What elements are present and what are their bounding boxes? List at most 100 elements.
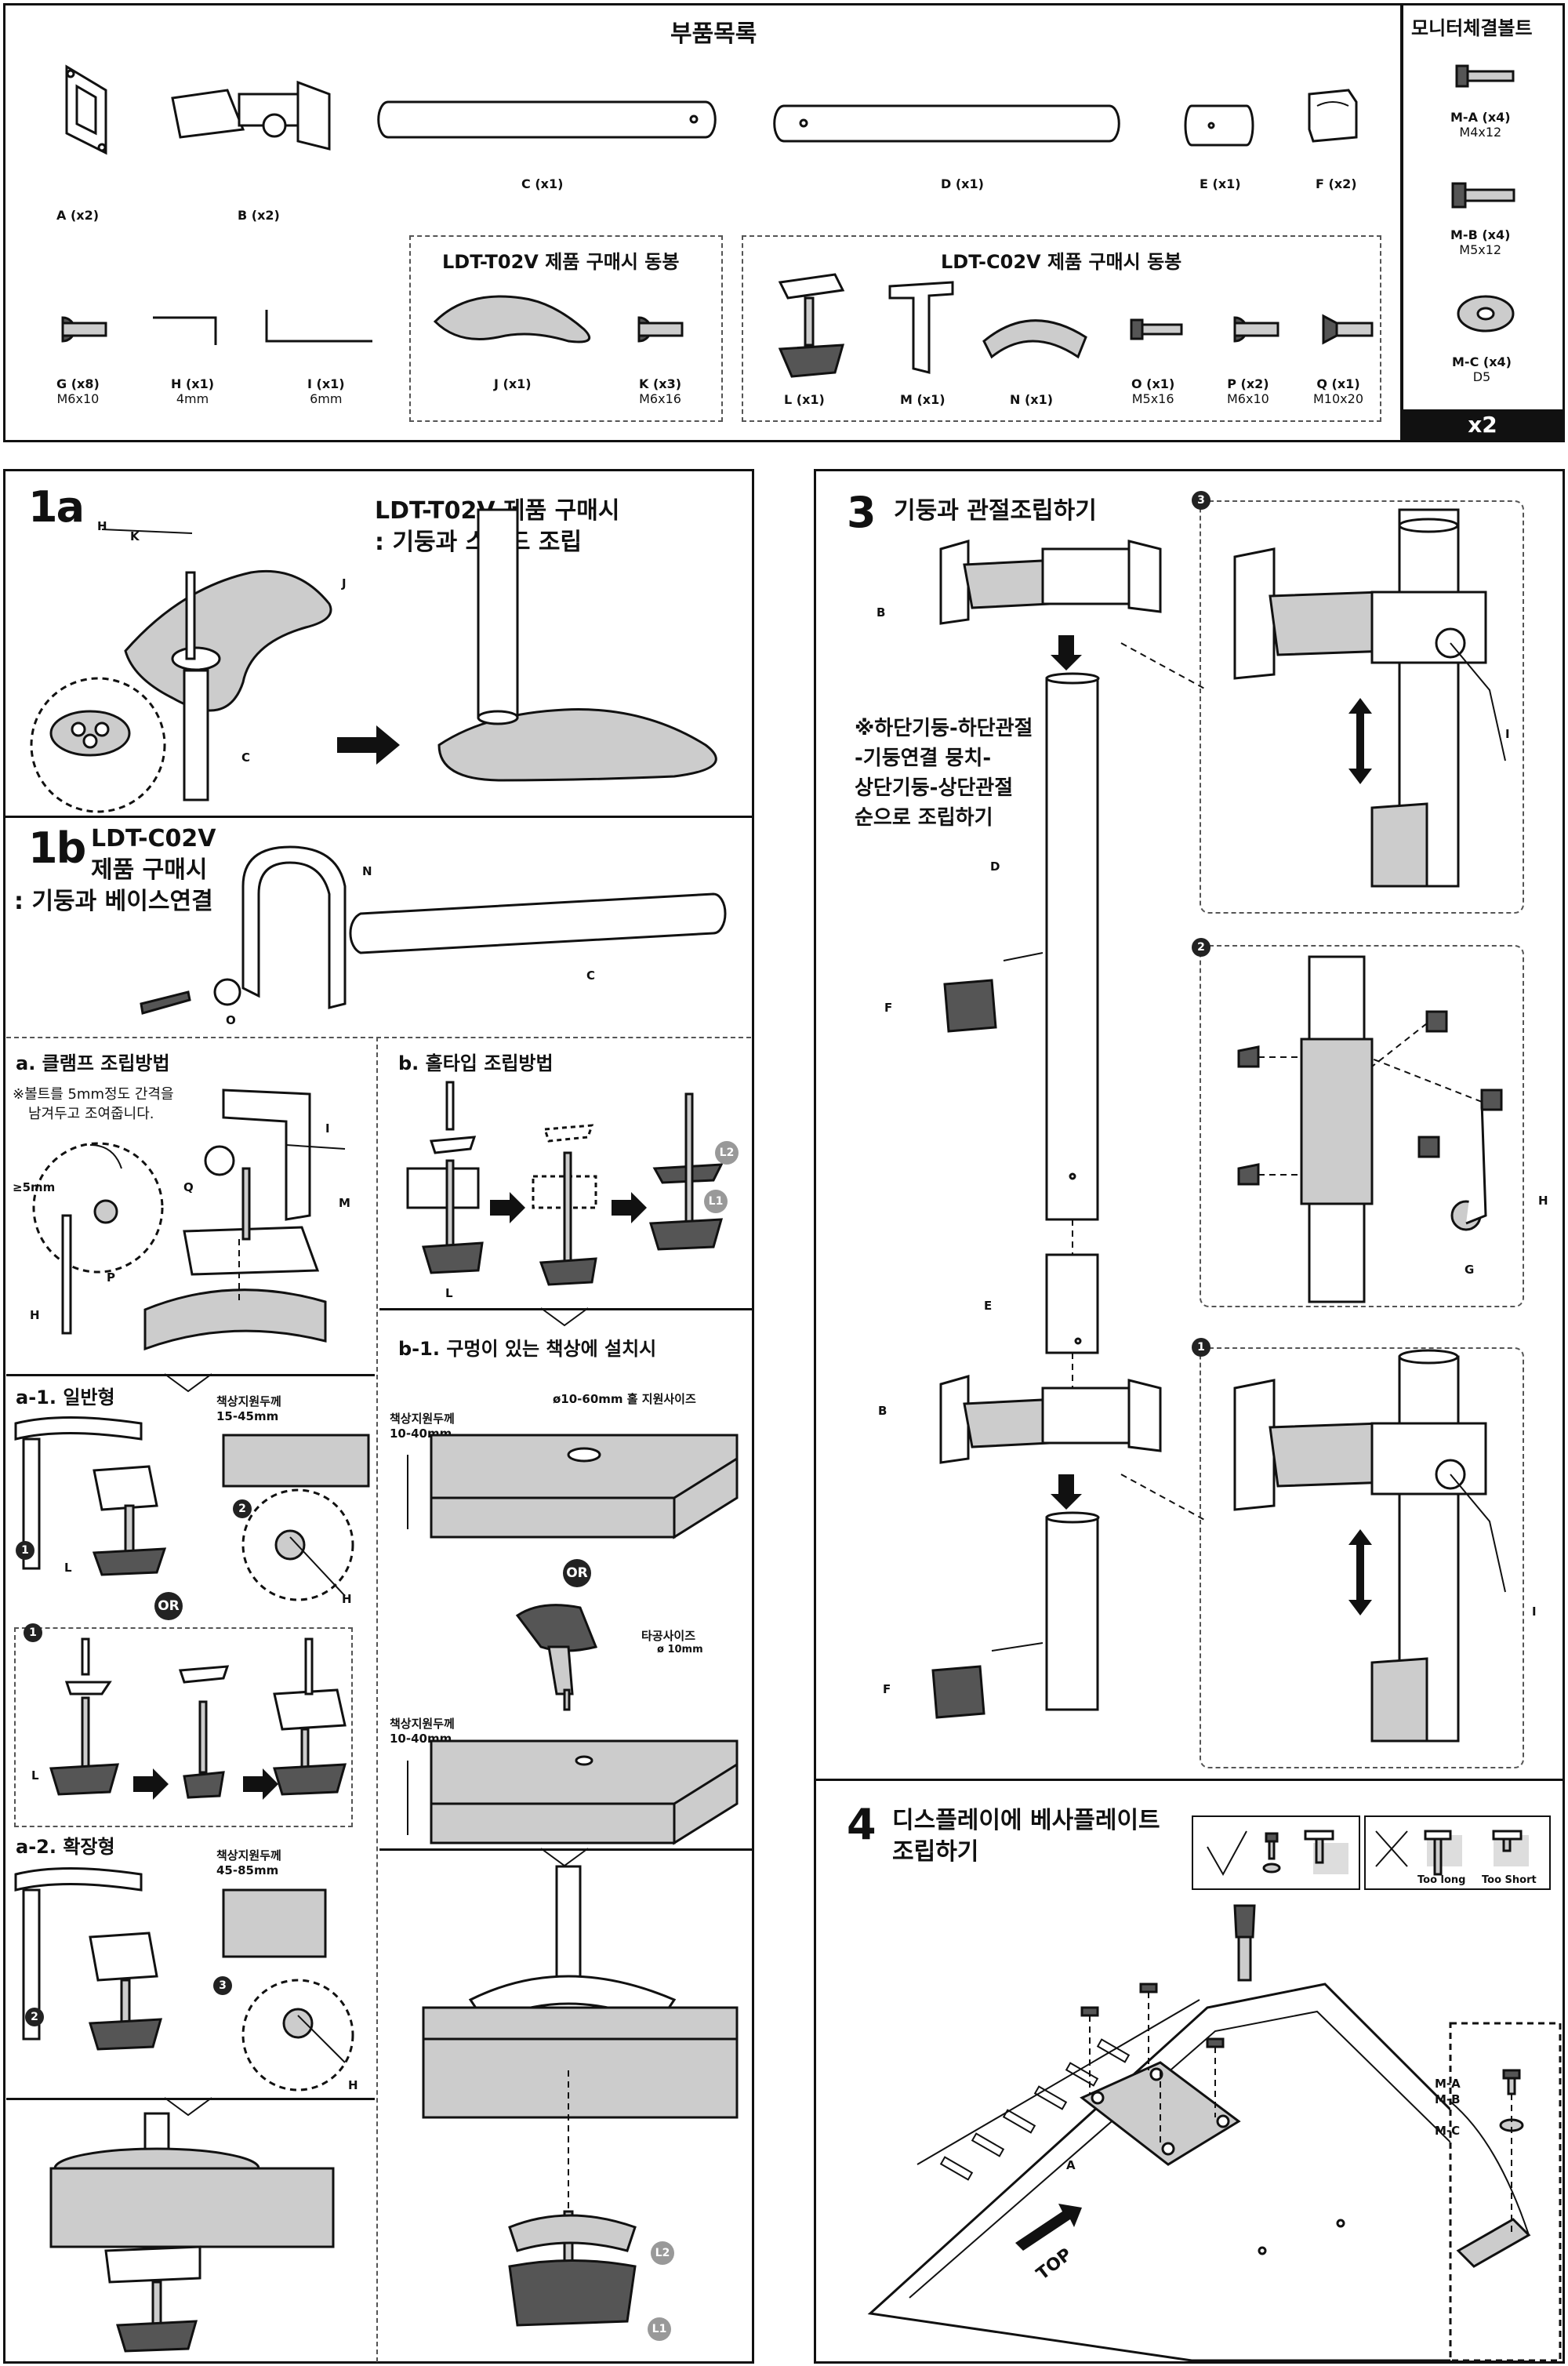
wrong-cross-icon [1375,1830,1529,1876]
part-e-label: E (x1) [1200,176,1241,191]
bolts-multiplier-badge: x2 [1401,409,1564,441]
part-a-label: A (x2) [56,208,100,223]
detail3-label-i: I [1505,727,1510,741]
part-g-bolt [61,316,107,343]
detail1-label-i: I [1532,1605,1537,1619]
step3-label-f-bottom: F [883,1682,891,1696]
part-h-hex-key [153,316,217,345]
bolt-mc-label: M-C (x4)D5 [1452,354,1512,384]
clamp-gap-label: ≥5mm [13,1180,56,1194]
divider-a2-notch [164,2097,212,2117]
step-1b-illustration [140,845,727,1015]
label-1a-j: J [342,576,347,591]
part-o-screw [1130,318,1183,340]
part-n-base-plate [982,319,1087,359]
a2-illustration [14,1867,354,2092]
bolt-mc-washer-icon [1457,295,1515,333]
step-4-number: 4 [847,1800,877,1849]
clamp-illustration [32,1089,346,1351]
part-i-label: I (x1)6mm [307,376,345,406]
part-m-label: M (x1) [900,392,946,407]
part-d-label: D (x1) [941,176,984,191]
a1-step-1-badge: 1 [16,1541,34,1560]
a1-alt-label-l: L [31,1768,39,1783]
divider-b1-notch [540,1307,589,1327]
step4-label-ma: M-A [1435,2077,1461,2091]
step-1a-number: 1a [28,482,85,532]
c02v-included-box [742,235,1381,422]
step-3-title: 기둥과 관절조립하기 [894,497,1097,525]
step4-label-mb: M-B [1435,2092,1461,2106]
step3-detail-1-box [1200,1347,1524,1768]
divider-a1 [6,1374,375,1376]
part-b-label: B (x2) [238,208,280,223]
step-1a-illustration [30,508,717,813]
hole-label-l: L [445,1286,453,1300]
a1-illustration [14,1416,370,1601]
step3-detail-2-box [1200,945,1524,1307]
divider-b1-result [379,1848,752,1851]
step3-detail-3-badge: 3 [1192,491,1210,510]
a1-step-2-badge: 2 [233,1499,252,1518]
divider-b1 [379,1308,752,1310]
step4-panel [814,1779,1565,2364]
divider-1b-clamp [6,1037,751,1038]
a1-alt-illustration [49,1637,347,1800]
a2-title: a-2. 확장형 [16,1836,115,1858]
result-label-l2: L2 [651,2241,674,2265]
part-a-vesa-plate [65,64,107,155]
bolt-mb-label: M-B (x4)M5x12 [1450,227,1511,257]
part-j-label: J (x1) [494,376,532,391]
parts-list-title: 부품목록 [670,20,757,48]
label-1b-o: O [226,1013,236,1027]
b1-hole-size-label: ø10-60mm 홀 지원사이즈 [553,1392,696,1406]
a1-label-h: H [342,1592,352,1606]
label-clamp-p: P [107,1270,115,1285]
b1-or-badge: OR [563,1559,591,1587]
detail2-label-h: H [1538,1194,1548,1208]
step3-detail-1-illustration [1233,1349,1506,1743]
divider-a2 [6,2098,375,2100]
a1-alt-step-1-badge: 1 [24,1623,42,1642]
part-l-label: L (x1) [784,392,825,407]
step4-label-a: A [1066,2158,1076,2172]
step4-label-mc: M-C [1435,2124,1461,2138]
part-l-clamp [778,273,845,378]
part-b-joint [171,80,331,151]
part-i-hex-key [265,310,372,343]
bolt-ma-icon [1455,64,1515,88]
part-f-label: F (x2) [1316,176,1357,191]
label-1b-c: C [586,969,596,983]
part-o-label: O (x1)M5x16 [1131,376,1175,406]
too-long-label: Too long [1417,1874,1466,1886]
bolt-mb-icon [1451,182,1515,209]
part-e-coupler [1184,104,1254,147]
part-n-label: N (x1) [1010,392,1054,407]
part-k-bolt [637,316,684,343]
detail2-label-g: G [1465,1263,1475,1277]
step3-label-f-top: F [884,1001,893,1015]
divider-clamp-hole [376,1037,378,2362]
label-clamp-q: Q [183,1180,194,1194]
a1-title: a-1. 일반형 [16,1387,115,1408]
c02v-included-title: LDT-C02V 제품 구매시 동봉 [941,251,1182,273]
wrong-bolt-box [1364,1815,1551,1890]
part-d-pole [773,104,1120,143]
a1-or-badge: OR [154,1592,183,1620]
clamp-note-line1: ※볼트를 5mm정도 간격을 [13,1086,174,1103]
step3-detail-2-illustration [1237,955,1503,1303]
step-3-number: 3 [847,488,877,537]
part-g-label: G (x8)M6x10 [56,376,100,406]
divider-1a-1b [3,816,754,818]
hole-illustration [406,1081,724,1286]
divider-a1-notch [164,1373,212,1393]
a2-step-2-badge: 2 [25,2008,44,2026]
a1-label-l: L [64,1561,72,1575]
label-clamp-m: M [339,1196,350,1210]
hole-label-l2: L2 [715,1141,739,1165]
